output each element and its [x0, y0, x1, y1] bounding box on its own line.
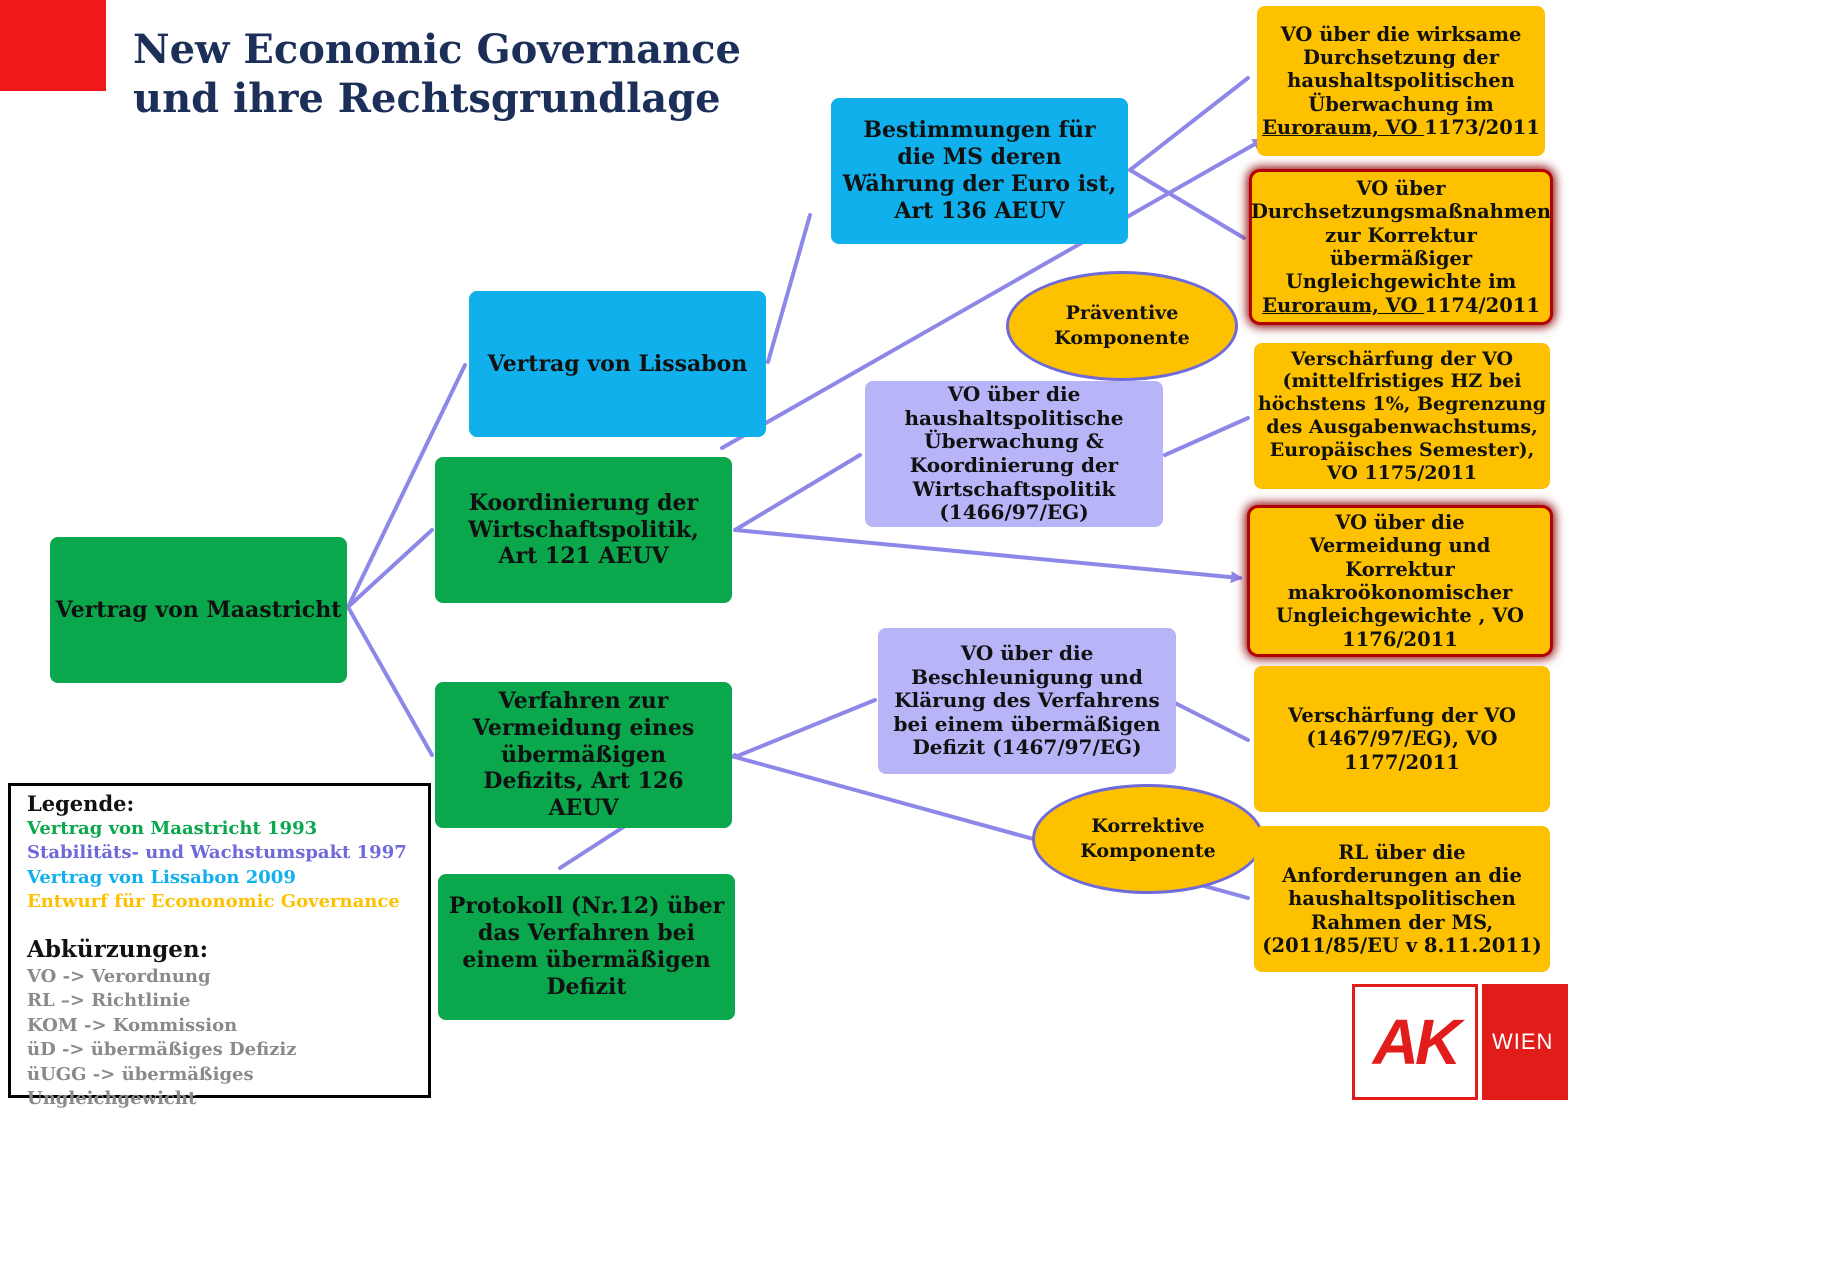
node-vertrag-maastricht: Vertrag von Maastricht — [50, 537, 347, 683]
ak-logo-frame: AK — [1352, 984, 1478, 1100]
line-art136-vo1173 — [1128, 76, 1250, 172]
node-vo1174: VO über Durchsetzungsmaßnahmen zur Korre… — [1250, 172, 1552, 322]
abbreviations-heading: Abkürzungen: — [27, 935, 209, 963]
node-vo1174-text: VO über Durchsetzungsmaßnahmen zur Korre… — [1250, 176, 1552, 294]
oval-korrektive-komponente: Korrektive Komponente — [1032, 784, 1264, 894]
ak-logo-wien-panel: WIEN — [1482, 984, 1568, 1100]
oval-praeventive-line2: Komponente — [1054, 327, 1190, 349]
line-vo1467-vo1177 — [1173, 701, 1250, 742]
oval-praeventive-line1: Präventive — [1065, 302, 1179, 325]
node-vo1467-label: VO über die Beschleunigung und Klärung d… — [893, 641, 1161, 760]
node-vo1176-label: VO über die Vermeidung und Korrektur mak… — [1276, 510, 1524, 651]
line-art121-vo1173-arrow — [720, 138, 1265, 450]
line-vo1466-vo1175 — [1163, 416, 1250, 457]
ak-logo-wien-text: WIEN — [1492, 1029, 1554, 1054]
line-maastricht-art126 — [346, 605, 434, 757]
node-rl2011-label: RL über die Anforderungen an die haushal… — [1262, 840, 1542, 958]
node-art126-label: Verfahren zur Vermeidung eines übermäßig… — [472, 687, 695, 822]
node-vo1175: Verschärfung der VO (mittelfristiges HZ … — [1254, 343, 1550, 489]
line-art121-vo1176 — [733, 528, 1243, 584]
node-vo1177-label: Verschärfung der VO (1467/97/EG), VO 117… — [1287, 703, 1516, 774]
line-maastricht-lissabon — [346, 363, 467, 609]
legend-item-lissabon: Vertrag von Lissabon 2009 — [27, 866, 296, 888]
node-vo1174-number: 1174/2011 — [1424, 293, 1540, 317]
line-art121-vo1466 — [733, 453, 862, 532]
legend-heading: Legende: — [27, 791, 135, 816]
abbr-kom: KOM -> Kommission — [27, 1014, 238, 1036]
node-art136: Bestimmungen für die MS deren Währung de… — [831, 98, 1128, 244]
node-vo1177: Verschärfung der VO (1467/97/EG), VO 117… — [1254, 666, 1550, 812]
line-art136-vo1174 — [1128, 168, 1246, 240]
node-art121-label: Koordinierung der Wirtschaftspolitik, Ar… — [468, 489, 699, 570]
title-line-1: New Economic Governance — [133, 26, 741, 73]
ak-logo: AK WIEN — [1352, 984, 1568, 1100]
node-vo1173-underlined: Euroraum, VO — [1262, 116, 1425, 140]
node-protokoll-label: Protokoll (Nr.12) über das Verfahren bei… — [448, 893, 725, 1000]
legend-box: Legende: Vertrag von Maastricht 1993 Sta… — [8, 783, 431, 1109]
node-protokoll: Protokoll (Nr.12) über das Verfahren bei… — [438, 874, 735, 1020]
node-vertrag-lissabon: Vertrag von Lissabon — [469, 291, 766, 437]
line-art126-vo1467 — [733, 698, 877, 759]
legend-item-maastricht: Vertrag von Maastricht 1993 — [27, 817, 318, 839]
node-rl2011: RL über die Anforderungen an die haushal… — [1254, 826, 1550, 972]
node-vo1466: VO über die haushaltspolitische Überwach… — [865, 381, 1163, 527]
node-art126: Verfahren zur Vermeidung eines übermäßig… — [435, 682, 732, 828]
ak-logo-mark: AK — [1372, 1006, 1461, 1078]
node-vo1467: VO über die Beschleunigung und Klärung d… — [878, 628, 1176, 774]
node-vo1173: VO über die wirksame Durchsetzung der ha… — [1257, 6, 1545, 156]
node-vo1175-label: Verschärfung der VO (mittelfristiges HZ … — [1257, 347, 1547, 484]
page-title: New Economic Governance und ihre Rechtsg… — [133, 25, 741, 123]
oval-korrektive-line2: Komponente — [1080, 840, 1216, 862]
node-maastricht-label: Vertrag von Maastricht — [55, 596, 342, 623]
node-vo1173-text: VO über die wirksame Durchsetzung der ha… — [1280, 22, 1522, 116]
line-lissabon-art136 — [766, 213, 812, 364]
legend-item-governance: Entwurf für Econonomic Governance — [27, 891, 400, 912]
node-lissabon-label: Vertrag von Lissabon — [487, 350, 748, 377]
oval-korrektive-line1: Korrektive — [1091, 815, 1205, 838]
node-art121: Koordinierung der Wirtschaftspolitik, Ar… — [435, 457, 732, 603]
corner-red-square — [0, 0, 106, 91]
oval-praeventive-komponente: Präventive Komponente — [1006, 271, 1238, 381]
line-maastricht-art121 — [346, 528, 434, 609]
node-vo1174-underlined: Euroraum, VO — [1262, 293, 1425, 317]
legend-item-stabilitaetspakt: Stabilitäts- und Wachstumspakt 1997 — [27, 842, 407, 863]
node-art136-label: Bestimmungen für die MS deren Währung de… — [842, 117, 1117, 224]
node-vo1176: VO über die Vermeidung und Korrektur mak… — [1250, 508, 1550, 654]
abbr-ud: üD -> übermäßiges Defiziz — [27, 1039, 297, 1060]
abbr-uugg: üUGG -> übermäßiges Ungleichgewicht — [27, 1063, 254, 1110]
node-vo1173-number: 1173/2011 — [1424, 116, 1540, 140]
abbr-rl: RL –> Richtlinie — [27, 990, 191, 1011]
abbr-vo: VO -> Verordnung — [27, 965, 211, 987]
node-vo1466-label: VO über die haushaltspolitische Überwach… — [904, 382, 1124, 525]
title-line-2: und ihre Rechtsgrundlage — [133, 75, 721, 123]
